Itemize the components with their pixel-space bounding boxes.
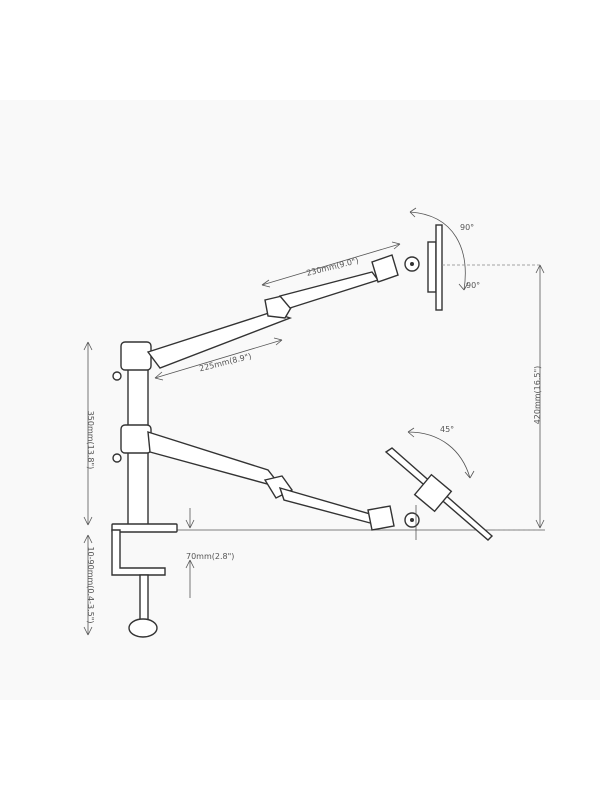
- clamp-range-label: 10-90mm(0.4-3.5"): [86, 546, 95, 623]
- tilt-up-label: 90°: [460, 223, 474, 232]
- desk-clamp: [111, 523, 178, 638]
- upper-arm-length-label: 230mm(9.0"): [306, 256, 360, 278]
- lower-collar: [120, 424, 152, 454]
- bottom-margin: [0, 700, 600, 800]
- monitor-plate: [427, 224, 443, 311]
- dim-clamp-range: 10-90mm(0.4-3.5"): [83, 534, 95, 636]
- tilt-down-label: 90°: [466, 281, 480, 290]
- upper-collar: [120, 341, 152, 371]
- lower-arm: [147, 431, 420, 531]
- laptop-tray: [384, 447, 494, 541]
- tilt-indicator-tray: 45°: [407, 425, 475, 479]
- dim-desk-offset: 70mm(2.8"): [185, 508, 234, 598]
- desk-offset-label: 70mm(2.8"): [186, 552, 234, 561]
- clamp-knob: [128, 618, 158, 638]
- top-margin: [0, 0, 600, 100]
- diagram-panel: [0, 100, 600, 700]
- pole-segment-label: 350mm(13.8"): [86, 411, 95, 470]
- upper-arm: [146, 254, 420, 369]
- upper-knob: [112, 371, 122, 381]
- total-reach-label: 420mm(16.5"): [533, 366, 542, 425]
- tilt-indicator-upper: 90° 90°: [409, 207, 480, 291]
- pole: [112, 341, 152, 531]
- dim-total-reach: 420mm(16.5"): [533, 264, 545, 529]
- tray-tilt-label: 45°: [440, 425, 454, 434]
- dim-pole-segment: 350mm(13.8"): [83, 341, 95, 526]
- lower-knob: [112, 453, 122, 463]
- lower-arm-length-label: 225mm(8.9"): [198, 352, 252, 374]
